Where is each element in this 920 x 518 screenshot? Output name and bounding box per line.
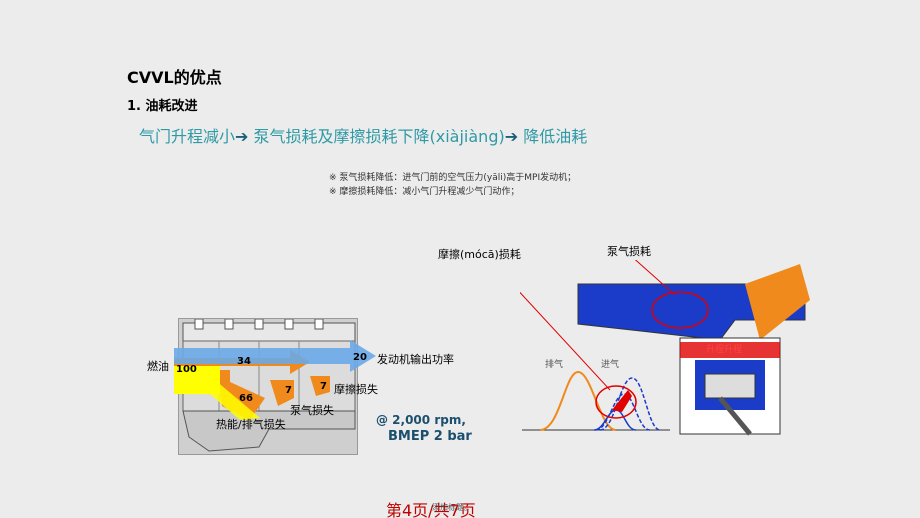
exhaust-lift-curve — [539, 370, 617, 431]
right-arrow-icon: ➔ — [504, 127, 519, 146]
arrow-heat-yellow — [210, 380, 260, 420]
exhaust-port — [745, 264, 810, 340]
intake-lift-curve-max — [599, 377, 661, 431]
section-subtitle: 1. 油耗改进 — [127, 99, 198, 114]
combustion-chamber — [680, 342, 780, 358]
fuel-value: 100 — [176, 364, 197, 375]
page-number: 第4页/共7页 — [386, 501, 476, 518]
friction-value: 7 — [320, 381, 327, 392]
bmep-label: BMEP 2 bar — [388, 429, 472, 444]
chamber-label: 升程升程 — [706, 345, 743, 355]
intake-lift-curve-mid — [595, 393, 651, 431]
headline: 气门升程减小➔ 泵气损耗及摩擦损耗下降(xiàjiàng)➔ 降低油耗 — [139, 123, 587, 147]
arrow-friction — [310, 376, 330, 396]
headline-part3: 降低油耗 — [523, 127, 588, 146]
friction-label: 摩擦损失 — [334, 383, 378, 396]
intake-label: 进气 — [601, 360, 620, 370]
energy-flow-arrows — [174, 340, 376, 420]
value-34: 34 — [237, 356, 251, 367]
headline-part1: 气门升程减小 — [139, 127, 236, 146]
fuel-box — [174, 366, 220, 394]
pump-pointer — [634, 260, 676, 296]
pump-value: 7 — [285, 385, 292, 396]
friction-loss-circle — [595, 385, 637, 419]
piston — [704, 373, 756, 399]
footer-subtitle: 添加标题。 — [432, 503, 472, 512]
pump-loss-label: 泵气损耗 — [607, 245, 651, 258]
pump-label: 泵气损失 — [290, 404, 334, 417]
friction-loss-label: 摩擦(mócā)损耗 — [438, 248, 521, 261]
heat-label: 热能/排气损失 — [216, 418, 286, 431]
output-value: 20 — [353, 352, 367, 363]
heat-value: 66 — [239, 393, 253, 404]
fuel-label: 燃油 — [147, 360, 169, 373]
friction-pointer — [520, 291, 611, 391]
arrow-output — [174, 340, 376, 372]
note-friction: ※ 摩擦损耗降低：减小气门升程减少气门动作； — [329, 187, 520, 197]
pump-loss-circle — [651, 291, 709, 329]
valve-lift-diagram — [520, 260, 810, 436]
slide-title: CVVL的优点 — [127, 68, 222, 87]
headline-part2: 泵气损耗及摩擦损耗下降(xiàjiàng) — [253, 127, 505, 146]
connecting-rod — [718, 396, 752, 436]
lift-change-arrow — [612, 390, 632, 412]
arrow-pump — [270, 380, 294, 406]
rpm-label: @ 2,000 rpm, — [376, 413, 466, 427]
output-label: 发动机输出功率 — [377, 353, 454, 366]
exhaust-label: 排气 — [545, 360, 564, 370]
note-pumping: ※ 泵气损耗降低：进气门前的空气压力(yāli)高于MPI发动机； — [329, 173, 577, 183]
right-arrow-icon: ➔ — [235, 127, 249, 146]
